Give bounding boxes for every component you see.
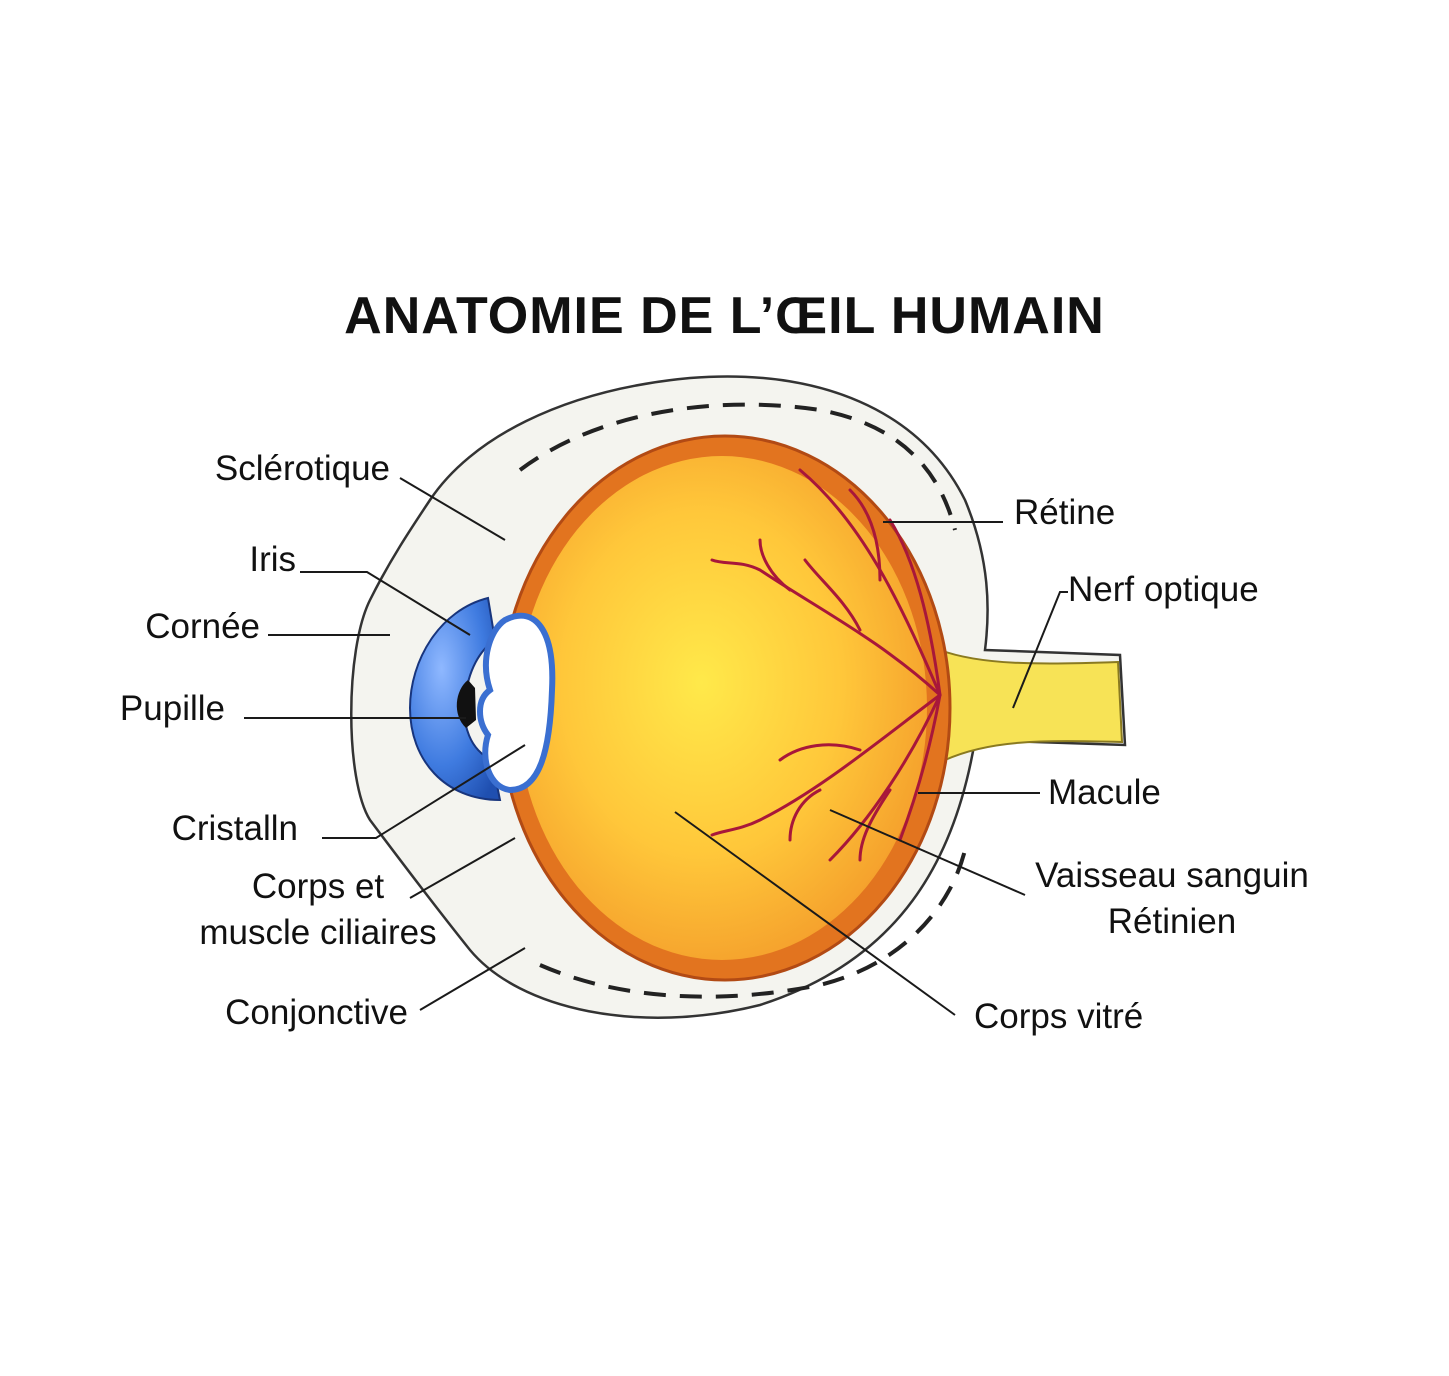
label-sclerotique: Sclérotique — [180, 446, 390, 492]
label-pupille-text: Pupille — [119, 689, 225, 728]
leader-iris — [300, 571, 471, 636]
label-vaisseau-sanguin: Vaisseau sanguin Rétinien — [1022, 853, 1322, 944]
label-cornee: Cornée — [100, 604, 260, 650]
label-vaisseau-line2: Rétinien — [1107, 901, 1237, 941]
label-cornee-text: Cornée — [145, 607, 260, 646]
sclera-dash — [518, 402, 957, 531]
label-corps-ciliaires: Corps et muscle ciliaires — [180, 864, 456, 955]
retinal-vessels — [710, 468, 942, 862]
label-cristallin-text: Cristalln — [171, 809, 298, 848]
leader-nerf-optique — [1012, 591, 1068, 709]
leader-conjonctive — [419, 947, 526, 1011]
label-cristallin: Cristalln — [120, 806, 298, 852]
leader-cristallin — [322, 744, 526, 839]
sclera-dash — [539, 849, 967, 999]
label-retine-text: Rétine — [1014, 493, 1116, 532]
label-nerf-optique-text: Nerf optique — [1068, 570, 1259, 609]
label-macule-text: Macule — [1048, 773, 1161, 812]
leader-sclerotique — [399, 477, 506, 541]
leader-corps-vitre — [674, 811, 956, 1016]
leader-lines — [244, 477, 1068, 1016]
label-conjonctive: Conjonctive — [180, 990, 408, 1036]
leader-corps-ciliaires — [409, 837, 516, 899]
optic-nerve — [938, 648, 1124, 762]
label-corps-ciliaires-line1: Corps et — [251, 867, 385, 906]
label-vaisseau-line1: Vaisseau sanguin — [1035, 856, 1309, 895]
vitreous-body — [517, 456, 927, 960]
label-iris-text: Iris — [249, 540, 296, 579]
label-macule: Macule — [1048, 770, 1161, 816]
label-sclerotique-text: Sclérotique — [214, 449, 390, 488]
label-corps-vitre-text: Corps vitré — [974, 997, 1144, 1036]
label-nerf-optique: Nerf optique — [1068, 567, 1259, 613]
lens — [477, 612, 556, 794]
label-corps-vitre: Corps vitré — [974, 994, 1143, 1040]
label-retine: Rétine — [1014, 490, 1115, 536]
label-conjonctive-text: Conjonctive — [225, 993, 408, 1032]
label-corps-ciliaires-line2: muscle ciliaires — [199, 912, 437, 952]
label-pupille: Pupille — [80, 686, 225, 732]
label-iris: Iris — [200, 537, 296, 583]
pupil — [456, 680, 476, 728]
leader-vaisseau — [829, 809, 1026, 896]
diagram-title: ANATOMIE DE L’ŒIL HUMAIN — [344, 287, 1105, 345]
